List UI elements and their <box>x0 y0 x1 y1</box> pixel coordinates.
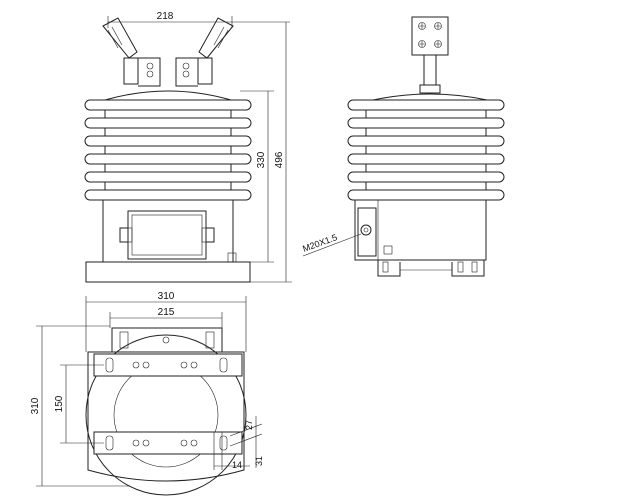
dim-total-height-label: 496 <box>274 151 285 168</box>
dim-slot-offset-label: 31 <box>254 456 264 466</box>
side-foot-right <box>451 260 485 277</box>
dim-slot-detail: 27 14 31 <box>213 416 264 470</box>
front-terminal-left <box>102 17 161 87</box>
top-terminal-bracket <box>111 327 223 353</box>
dim-slot-length-label: 14 <box>232 460 242 470</box>
dim-slot-spacing-label: 150 <box>54 395 65 412</box>
side-stem <box>423 54 437 86</box>
dim-total-height: 496 <box>250 22 292 283</box>
front-base <box>85 261 251 283</box>
dim-top-width: 218 <box>107 11 290 28</box>
side-view: M20X1.5 <box>301 16 505 277</box>
top-view: 310 215 <box>30 291 264 496</box>
dim-insulator-height: 330 <box>240 90 274 263</box>
top-base-circle <box>85 334 247 496</box>
dim-overall-width: 310 <box>85 291 247 352</box>
dim-overall-depth: 310 <box>30 325 130 487</box>
front-terminal-right <box>175 17 234 87</box>
dim-bracket-width: 215 <box>109 307 223 328</box>
side-junction-box <box>357 207 377 257</box>
dim-overall-width-label: 310 <box>158 291 175 302</box>
front-view: 218 330 496 <box>84 11 292 283</box>
side-body <box>354 199 487 261</box>
side-cable-gland <box>360 224 372 236</box>
dim-overall-depth-label: 310 <box>30 397 41 414</box>
dim-top-width-label: 218 <box>157 11 174 22</box>
thread-callout: M20X1.5 <box>301 232 362 257</box>
front-terminal-box <box>127 210 207 260</box>
dim-slot-spacing: 150 <box>54 364 104 444</box>
front-ground-stud <box>227 252 237 263</box>
side-insulator-sheds <box>347 99 505 201</box>
top-base-outline <box>87 351 245 482</box>
side-terminal-block <box>411 16 449 56</box>
dim-insulator-height-label: 330 <box>256 151 267 168</box>
dim-slot-width-label: 27 <box>244 420 254 430</box>
side-foot-left <box>377 260 401 277</box>
dim-bracket-width-label: 215 <box>158 307 175 318</box>
front-insulator-sheds <box>84 99 252 201</box>
thread-label: M20X1.5 <box>301 232 338 254</box>
